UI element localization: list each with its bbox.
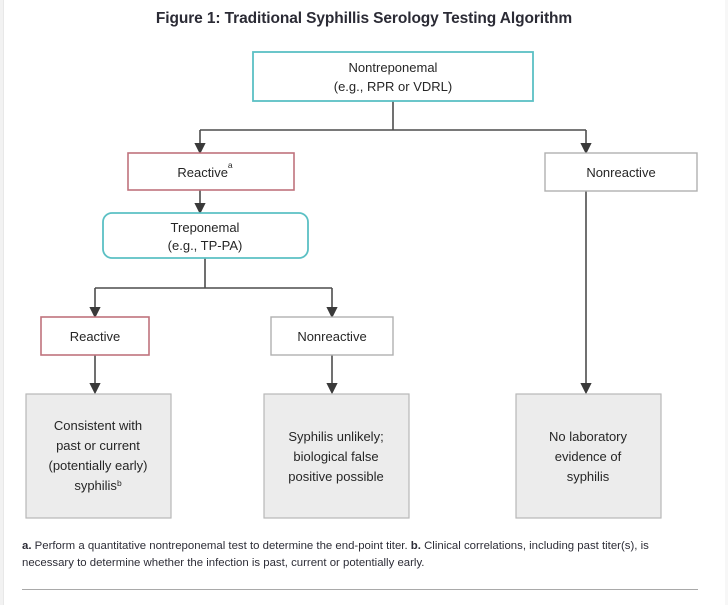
node-nonreactive-primary-box (544, 152, 698, 192)
footnote-text-b: Clinical correlations, including past ti… (22, 540, 649, 570)
node-nontreponemal[interactable]: Nontreponemal (e.g., RPR or VDRL) (252, 51, 534, 102)
node-nonreactive-secondary[interactable]: Nonreactive (270, 316, 394, 356)
node-outcome-unlikely[interactable]: Syphilis unlikely; biological false posi… (263, 393, 410, 519)
footer-divider (22, 589, 698, 590)
figure-footnote: a. Perform a quantitative nontreponemal … (22, 538, 694, 573)
node-outcome-consistent-line4-text: syphilis (74, 478, 117, 493)
node-outcome-consistent-box (25, 393, 172, 519)
node-nontreponemal-line2: (e.g., RPR or VDRL) (334, 79, 452, 94)
node-reactive-secondary[interactable]: Reactive (40, 316, 150, 356)
node-reactive-primary-box (127, 152, 295, 191)
node-reactive-primary-text: Reactive (177, 165, 228, 180)
node-outcome-consistent-line4: syphilisb (74, 478, 122, 493)
node-outcome-consistent[interactable]: Consistent with past or current (potenti… (25, 393, 172, 519)
node-nontreponemal-line1: Nontreponemal (349, 60, 438, 75)
node-outcome-no-evidence-line1: No laboratory (549, 429, 628, 444)
node-treponemal-line2: (e.g., TP-PA) (168, 238, 243, 253)
node-outcome-unlikely-line3: positive possible (288, 469, 383, 484)
node-outcome-no-evidence-line2: evidence of (555, 449, 622, 464)
node-reactive-secondary-label: Reactive (70, 329, 121, 344)
node-treponemal-line1: Treponemal (171, 220, 240, 235)
node-reactive-primary-superscript: a (228, 160, 233, 170)
node-outcome-consistent-line2: past or current (56, 438, 140, 453)
node-treponemal-box (102, 212, 309, 259)
node-outcome-no-evidence-box (515, 393, 662, 519)
node-reactive-primary[interactable]: Reactivea (127, 152, 295, 191)
footnote-marker-b: b. (410, 540, 421, 552)
page-title: Figure 1: Traditional Syphillis Serology… (155, 10, 573, 27)
node-treponemal[interactable]: Treponemal (e.g., TP-PA) (102, 212, 309, 259)
connector-group (89, 101, 592, 395)
flowchart-diagram: Nontreponemal (e.g., RPR or VDRL) Reacti… (25, 51, 698, 519)
page-edge-left (0, 0, 4, 605)
node-reactive-primary-label: Reactivea (177, 160, 233, 180)
node-outcome-consistent-line1: Consistent with (54, 418, 142, 433)
node-nonreactive-primary-label: Nonreactive (586, 165, 655, 180)
node-outcome-no-evidence[interactable]: No laboratory evidence of syphilis (515, 393, 662, 519)
page-edge-right (725, 0, 728, 605)
node-outcome-no-evidence-line3: syphilis (567, 469, 610, 484)
node-nonreactive-secondary-label: Nonreactive (297, 329, 366, 344)
node-outcome-unlikely-line1: Syphilis unlikely; (288, 429, 383, 444)
node-outcome-consistent-line3: (potentially early) (49, 458, 148, 473)
node-outcome-unlikely-box (263, 393, 410, 519)
footnote-marker-a: a. (22, 540, 32, 552)
node-nonreactive-primary[interactable]: Nonreactive (544, 152, 698, 192)
footnote-text-a: Perform a quantitative nontreponemal tes… (31, 540, 411, 552)
node-outcome-consistent-superscript: b (117, 478, 122, 488)
node-nonreactive-secondary-box (270, 316, 394, 356)
node-reactive-secondary-box (40, 316, 150, 356)
node-nontreponemal-box (252, 51, 534, 102)
node-outcome-unlikely-line2: biological false (293, 449, 378, 464)
